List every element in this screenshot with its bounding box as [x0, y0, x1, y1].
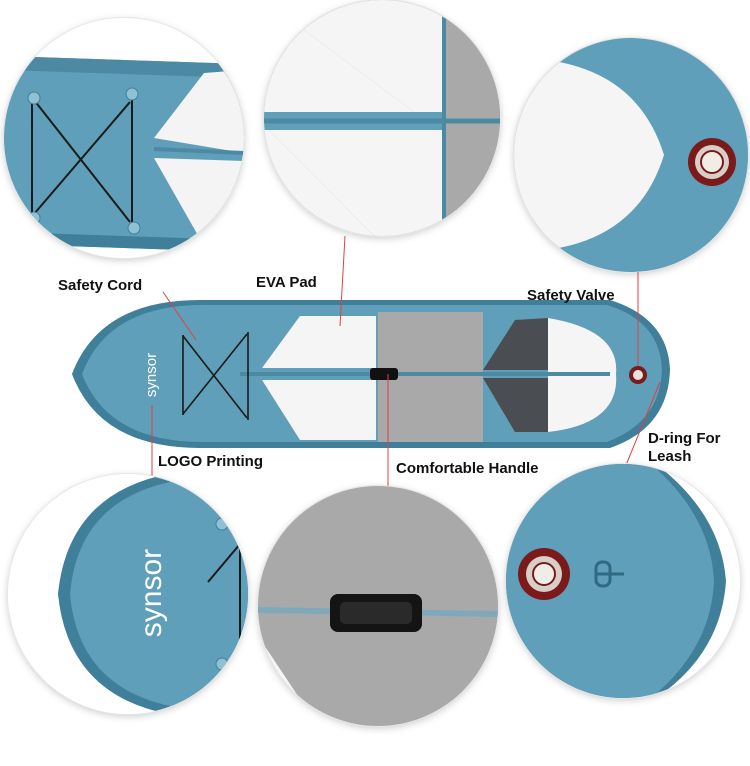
d-ring-label-line2: Leash — [648, 448, 692, 465]
eva-pad-zoom — [264, 0, 500, 236]
safety-cord-callout-line — [162, 291, 197, 341]
d-ring-callout-line — [623, 381, 661, 471]
eva-pad-callout-line — [339, 235, 346, 327]
zoom-logo: synsor — [135, 548, 168, 638]
eva-pad-label: EVA Pad — [256, 274, 317, 291]
safety-cord-label: Safety Cord — [58, 277, 143, 294]
safety-cord-zoom — [4, 18, 244, 258]
logo-printing-zoom — [8, 474, 248, 714]
safety-valve-zoom — [514, 38, 748, 272]
logo-printing-label: LOGO Printing — [158, 453, 263, 470]
d-ring-zoom-image — [506, 464, 740, 698]
board-logo: synsor — [143, 352, 160, 398]
comfortable-handle-zoom — [258, 486, 498, 726]
logo-printing-zoom-image — [8, 474, 248, 714]
d-ring-label-line1: D-ring For — [648, 430, 721, 447]
safety-valve-label: Safety Valve — [527, 287, 615, 304]
d-ring-zoom — [506, 464, 740, 698]
comfortable-handle-label: Comfortable Handle — [396, 460, 539, 477]
comfortable-handle-zoom-image — [258, 486, 498, 726]
eva-pad-zoom-image — [264, 0, 500, 236]
safety-cord-zoom-image — [4, 18, 244, 258]
